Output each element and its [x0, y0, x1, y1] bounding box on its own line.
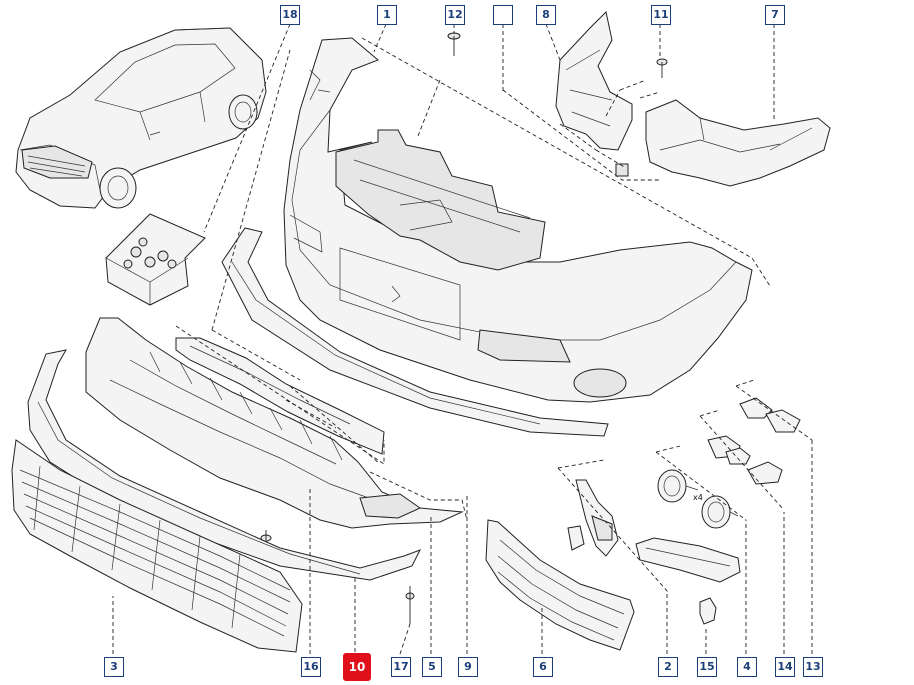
callout-6[interactable]: 6 [533, 657, 553, 677]
part-5-cross-member-strip [175, 337, 385, 455]
callout-4[interactable]: 4 [737, 657, 757, 677]
callout-7[interactable]: 7 [765, 5, 785, 25]
part-18-clip-kit-box [105, 213, 206, 306]
callout-3[interactable]: 3 [104, 657, 124, 677]
callout-12[interactable]: 12 [445, 5, 465, 25]
part-9-lower-deflector [85, 317, 464, 529]
part-8-bracket [555, 10, 633, 177]
callout-15[interactable]: 15 [697, 657, 717, 677]
callout-10-selected[interactable]: 10 [343, 653, 371, 681]
part-4-fog-lamps [657, 469, 739, 529]
callout-8[interactable]: 8 [536, 5, 556, 25]
part-3-front-grille [11, 439, 303, 653]
callout-17[interactable]: 17 [391, 657, 411, 677]
part-14-lamp-brackets [707, 435, 783, 485]
callout-11[interactable]: 11 [651, 5, 671, 25]
part-16-screw [260, 530, 272, 542]
part-11-screw [656, 58, 668, 78]
callout-14[interactable]: 14 [775, 657, 795, 677]
part-6-lower-grille [485, 519, 635, 651]
part-17-clip [405, 586, 415, 624]
callout-18[interactable]: 18 [280, 5, 300, 25]
part-15-tow-eye-cover [699, 597, 717, 625]
callout-13[interactable]: 13 [803, 657, 823, 677]
quantity-label-x4: x4 [693, 493, 703, 502]
leader-lines [112, 23, 813, 655]
part-13-side-brackets [739, 397, 801, 433]
callout-19[interactable] [493, 5, 513, 25]
callout-9[interactable]: 9 [458, 657, 478, 677]
part-2-fog-light-trim [567, 479, 741, 583]
car-thumbnail [15, 27, 267, 209]
callout-1[interactable]: 1 [377, 5, 397, 25]
callout-16[interactable]: 16 [301, 657, 321, 677]
part-19-spoiler-strip [221, 227, 609, 437]
part-12-screw [447, 32, 461, 56]
callout-2[interactable]: 2 [658, 657, 678, 677]
part-1-front-bumper [283, 37, 753, 403]
callout-5[interactable]: 5 [422, 657, 442, 677]
part-7-engine-undershield [645, 99, 831, 187]
